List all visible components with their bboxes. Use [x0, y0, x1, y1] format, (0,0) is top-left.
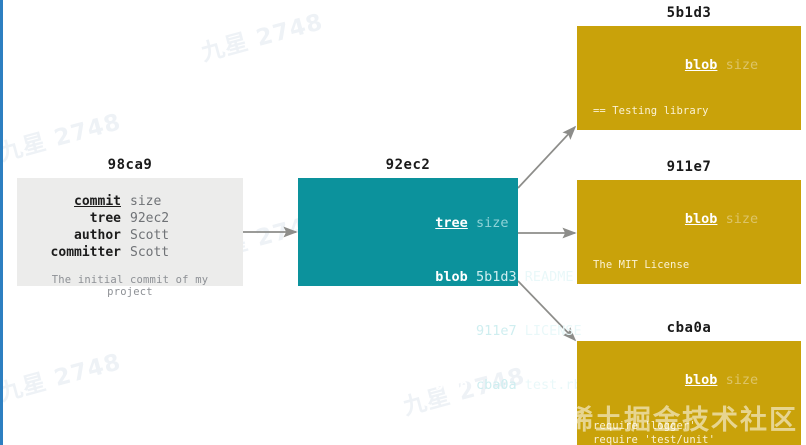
commit-field-key: committer [50, 245, 121, 260]
blob-node-5b1d3[interactable]: 5b1d3 blob size == Testing library This … [577, 5, 801, 130]
tree-entry-type: blob [435, 377, 468, 393]
blob-box: blob size require 'logger' require 'test… [577, 341, 801, 445]
tree-entry-row: tree size [354, 196, 518, 250]
tree-entry-hash: 911e7 [475, 323, 517, 339]
tree-entry-size: size [475, 215, 509, 231]
commit-box: commit size tree 92ec2 author Scott comm… [17, 178, 243, 298]
tree-entry-name: LICENSE [524, 323, 582, 339]
commit-field-value: 92ec2 [130, 211, 170, 226]
blob-size: size [725, 211, 759, 227]
commit-fields: commit size tree 92ec2 author Scott comm… [35, 194, 225, 261]
blob-node-911e7[interactable]: 911e7 blob size The MIT License Copyrigh… [577, 159, 801, 284]
commit-field-value: Scott [130, 245, 170, 260]
tree-entry-name: test.rb [524, 377, 582, 393]
tree-node-label: 92ec2 [385, 157, 431, 173]
commit-field-key: tree [89, 211, 121, 226]
commit-node-98ca9[interactable]: 98ca9 commit size tree 92ec2 author Scot… [17, 157, 243, 298]
arrow-tree-to-blob-5b1d3 [517, 125, 577, 189]
commit-field-key: author [74, 228, 121, 243]
blob-header: blob size [577, 192, 801, 246]
blob-box: blob size == Testing library This librar… [577, 26, 801, 130]
blob-content-line: This library is used to test Ruby projec… [593, 129, 785, 130]
blob-type: blob [684, 372, 718, 388]
blob-content-line: require 'logger' require 'test/unit' [593, 420, 716, 445]
watermark-tile: 九星 2748 [198, 9, 327, 67]
blob-node-label: 5b1d3 [666, 5, 712, 21]
blob-content: The MIT License Copyright (c) 2008 Scott… [577, 258, 801, 284]
blob-node-label: cba0a [666, 320, 712, 336]
tree-entry-type: tree [435, 215, 468, 231]
tree-entry-hash: 5b1d3 [475, 269, 517, 285]
tree-entry-row: blob cba0a test.rb [354, 358, 581, 412]
blob-size: size [725, 372, 759, 388]
blob-content-line: Copyright (c) 2008 Scott Chacon [593, 283, 785, 284]
tree-node-92ec2[interactable]: 92ec2 tree size blob 5b1d3 README blob 9… [298, 157, 582, 393]
tree-entry-hash: cba0a [475, 377, 517, 393]
blob-content-line: == Testing library [593, 105, 709, 117]
commit-node-label: 98ca9 [107, 157, 153, 173]
commit-message: The initial commit of my project [51, 274, 209, 298]
blob-header: blob size [577, 353, 801, 407]
commit-field-value: Scott [130, 228, 170, 243]
tree-entry-row: blob 5b1d3 README [354, 250, 573, 304]
blob-content: require 'logger' require 'test/unit' cla… [577, 419, 801, 445]
watermark-tile: 九星 2748 [0, 349, 125, 407]
tree-entry-type: blob [435, 323, 468, 339]
blob-type: blob [684, 57, 718, 73]
tree-entry-name: README [524, 269, 574, 285]
commit-field-value: size [130, 194, 162, 209]
tree-entries: tree size blob 5b1d3 README blob 911e7 L… [354, 196, 581, 412]
tree-entry-row: blob 911e7 LICENSE [354, 304, 581, 358]
commit-field-key: commit [74, 194, 121, 209]
blob-box: blob size The MIT License Copyright (c) … [577, 180, 801, 284]
tree-entry-type: blob [435, 269, 468, 285]
blob-content: == Testing library This library is used … [577, 104, 801, 130]
blob-type: blob [684, 211, 718, 227]
tree-box: tree size blob 5b1d3 README blob 911e7 L… [298, 178, 582, 393]
blob-node-label: 911e7 [666, 159, 712, 175]
blob-header: blob size [577, 38, 801, 92]
blob-content-line: The MIT License [593, 259, 690, 271]
blob-size: size [725, 57, 759, 73]
blob-node-cba0a[interactable]: cba0a blob size require 'logger' require… [577, 320, 801, 445]
